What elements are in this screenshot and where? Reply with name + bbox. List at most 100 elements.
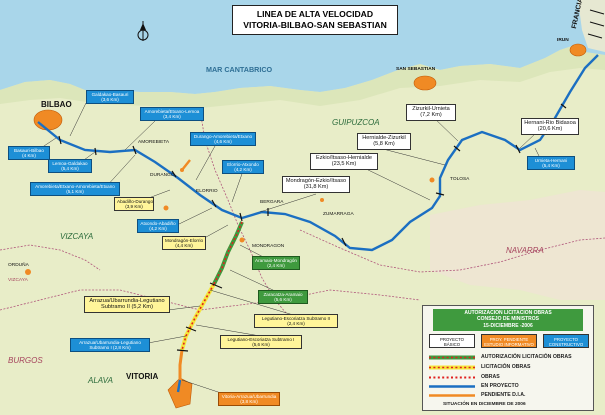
route-en-proyecto [37, 54, 599, 252]
legend-box-line-2: CONSTRUCTIVO [548, 341, 584, 347]
legend-label: OBRAS [481, 374, 500, 380]
route-pendiente [178, 349, 184, 380]
legend-item-pendiente: PENDIENTE D.I.A. [427, 391, 591, 400]
town-vizcaya-small: VIZCAYA [8, 278, 28, 283]
town-elorrio: ELORRIO [196, 189, 218, 194]
section-urnieta-hernani[interactable]: Urnieta-Hernani (5,4 Km) [527, 156, 575, 171]
legend-header-line-1: AUTORIZACION LICITACION OBRAS [464, 310, 552, 316]
section-length: (5,4 Km) [61, 166, 79, 172]
section-abadino-durango[interactable]: Abadiño-Durango (3,9 Km) [114, 197, 154, 212]
legend-header-line-2: CONSEJO DE MINISTROS [477, 316, 539, 323]
vitoria-area [167, 377, 193, 409]
town-durango: DURANGO [150, 173, 175, 178]
section-length: Subtramo II (5,2 Km) [101, 304, 153, 311]
section-basauri-bilbao[interactable]: Basauri-Bilbao (4 Km) [8, 146, 50, 161]
section-name: Ezkio/Itsaso-Hernialde [316, 155, 372, 161]
section-lemoa-galdakao[interactable]: Lemoa-Galdakao (5,4 Km) [48, 159, 92, 174]
section-name: Amorebieta/Etxano-Lemoa [144, 109, 200, 114]
region-alava: ALAVA [88, 376, 113, 385]
section-arrazua-legutiano[interactable]: Arrazua/Ubarrundia-Legutiano Subtramo II… [84, 296, 170, 313]
section-name: Mondragón-Elorrio [165, 238, 204, 243]
city-irun: IRUN [557, 38, 569, 43]
section-ezkio-hernialde[interactable]: Ezkio/Itsaso-Hernialde (23,5 Km) [310, 153, 378, 170]
section-name: Mondragón-Ezkio/Itsaso [285, 178, 347, 184]
town-orduna: ORDUÑA [8, 263, 29, 268]
section-length: (23,5 Km) [331, 161, 357, 168]
section-durango-amorebieta[interactable]: Durango-Amorebieta/Etxano (4,6 Km) [190, 132, 256, 147]
city-vitoria: VITORIA [126, 372, 159, 381]
section-name: Hernani-Rio Bidasoa [524, 120, 576, 126]
province-border-4 [0, 244, 101, 271]
section-name: Arrazua/Ubarrundia-Legutiano [79, 340, 141, 345]
section-name: Galdakao-Basauri [91, 92, 129, 97]
section-length: (20,6 Km) [537, 126, 563, 133]
section-legutiano-escoriatza-2[interactable]: Legutiano-Escoriatza Subtramo II (2,4 Km… [254, 314, 338, 329]
legend-swatch [429, 394, 475, 397]
north-arrow-icon [137, 21, 149, 41]
france-border [587, 9, 605, 39]
section-length: (3,4 Km) [163, 114, 181, 120]
section-vitoria-arrazua[interactable]: Vitoria-Arrazua/Ubarrundia (3,8 Km) [218, 392, 280, 407]
legend-swatch [429, 376, 475, 379]
route-licitacion [180, 283, 216, 351]
section-galdakao-basauri[interactable]: Galdakao-Basauri (3,6 Km) [86, 90, 134, 105]
section-length: (5,1 Km) [66, 189, 84, 195]
city-san-sebastian: SAN SEBASTIAN [396, 67, 436, 72]
route-obras-branch [181, 159, 191, 171]
section-length: (5,6 Km) [274, 297, 292, 303]
section-name: Elorrio-Atxondo [227, 162, 259, 167]
section-zaracatza-aramaio[interactable]: Zaracatza-Aramaio (5,6 Km) [258, 290, 308, 305]
legend-panel: AUTORIZACION LICITACION OBRAS CONSEJO DE… [422, 305, 594, 411]
bilbao-area [33, 109, 63, 131]
section-length: (2,4 Km) [267, 263, 285, 269]
legend-item-licitacion: LICITACIÓN OBRAS [427, 363, 591, 372]
section-length: (5,8 Km) [373, 141, 395, 148]
section-length: (2,4 Km) [287, 321, 305, 327]
legend-label: EN PROYECTO [481, 383, 519, 389]
section-name: Urnieta-Hernani [534, 158, 568, 163]
town-bergara: BERGARA [260, 200, 284, 205]
legend-label: AUTORIZACIÓN LICITACIÓN OBRAS [481, 354, 572, 360]
section-name: Durango-Amorebieta/Etxano [193, 134, 253, 139]
san-sebastian-area [413, 75, 437, 91]
section-elorrio-atxondo[interactable]: Elorrio-Atxondo (4,2 Km) [222, 160, 264, 175]
legend-box-proyecto-basico: PROYECTO BÁSICO [429, 334, 475, 348]
section-length: (4,2 Km) [149, 226, 167, 232]
section-length: (4,6 Km) [214, 139, 232, 145]
section-atxondo-abadino[interactable]: Atxondo-Abadiño (4,2 Km) [137, 219, 179, 234]
map-title: LINEA DE ALTA VELOCIDAD VITORIA-BILBAO-S… [232, 5, 398, 35]
section-length: (4 Km) [22, 153, 36, 159]
section-zizurkil-urnieta[interactable]: Zizurkil-Urnieta (7,2 Km) [406, 104, 456, 121]
legend-item-en-proyecto: EN PROYECTO [427, 382, 591, 391]
section-length: (3,8 Km) [240, 399, 258, 405]
section-amorebieta-amorebieta[interactable]: Amorebieta/Etxano-Amorebieta/Etxano (5,1… [30, 182, 120, 197]
section-arrazua-legutiano-1[interactable]: Arrazua/Ubarrundia-Legutiano Subtramo I … [70, 338, 150, 353]
section-length: Subtramo I (2,8 Km) [89, 345, 131, 351]
section-name: Zizurkil-Urnieta [412, 106, 450, 112]
section-hernani-rio-bidasoa[interactable]: Hernani-Rio Bidasoa (20,6 Km) [521, 118, 579, 135]
section-name: Abadiño-Durango [117, 199, 154, 204]
section-mondragon-elorrio[interactable]: Mondragón-Elorrio (4,4 Km) [162, 236, 206, 251]
section-amorebieta-lemoa[interactable]: Amorebieta/Etxano-Lemoa (3,4 Km) [140, 107, 204, 122]
title-line-1: LINEA DE ALTA VELOCIDAD [256, 9, 374, 19]
legend-header: AUTORIZACION LICITACION OBRAS CONSEJO DE… [433, 309, 583, 331]
section-aramaio-mondragon[interactable]: Aramaio-Mondragón (2,4 Km) [252, 256, 300, 271]
section-hernialde-zizurkil[interactable]: Hernialde-Zizurkil (5,8 Km) [357, 133, 411, 150]
section-length: (5,6 Km) [252, 342, 270, 348]
legend-item-autorizacion: AUTORIZACIÓN LICITACIÓN OBRAS [427, 353, 591, 362]
irun-area [569, 43, 587, 57]
section-name: Atxondo-Abadiño [140, 221, 176, 226]
section-mondragon-ezkio[interactable]: Mondragón-Ezkio/Itsaso (31,8 Km) [282, 176, 350, 193]
section-name: Hernialde-Zizurkil [362, 135, 406, 141]
section-length: (4,2 Km) [234, 167, 252, 173]
section-length: (3,6 Km) [101, 97, 119, 103]
legend-box-line-2: BÁSICO [443, 341, 461, 347]
town-amorebieta: AMOREBIETA [138, 140, 170, 145]
section-ticks [58, 103, 567, 247]
section-length: (4,4 Km) [175, 243, 193, 249]
legend-label: LICITACIÓN OBRAS [481, 364, 531, 370]
section-legutiano-escoriatza-1[interactable]: Legutiano-Escoriatza Subtramo I (5,6 Km) [220, 335, 302, 350]
section-length: (7,2 Km) [420, 112, 442, 119]
section-length: (5,4 Km) [542, 163, 560, 169]
